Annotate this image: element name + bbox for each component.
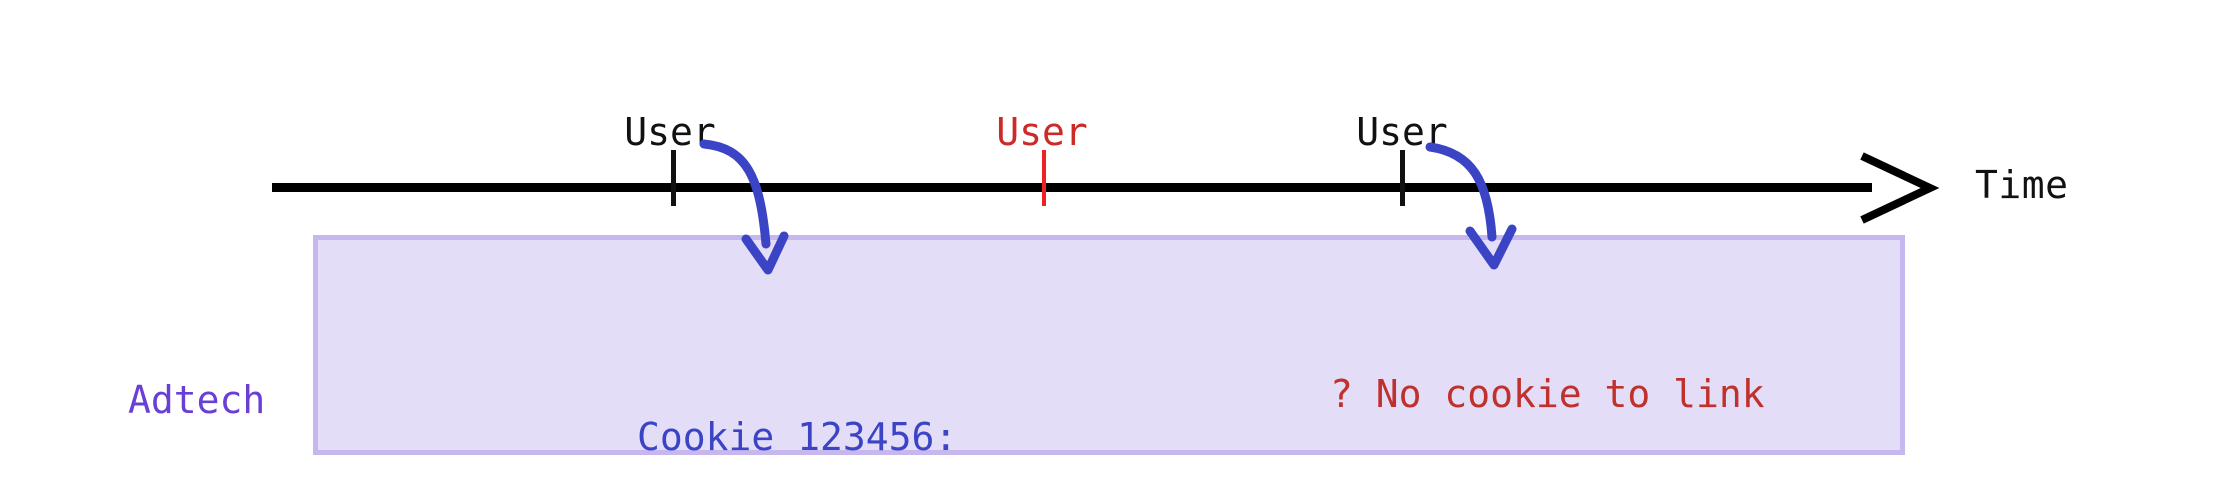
arrow-right-icon (1860, 152, 1940, 224)
no-cookie-warning-line1: ? No cookie to link (1330, 372, 1765, 416)
event-caption-clear-line1: User (996, 110, 1088, 155)
cookie-logged-note: Cookie 123456: Ad clicked (637, 318, 957, 498)
cookie-logged-note-line1: Cookie 123456: (637, 414, 958, 459)
timeline-axis-label: Time (1975, 163, 2069, 207)
timeline-tick-converts (1400, 150, 1405, 206)
timeline-axis (272, 183, 1872, 192)
event-caption-click-line1: User (624, 110, 716, 155)
timeline-tick-click (671, 150, 676, 206)
event-caption-convert-line1: User (1356, 110, 1448, 155)
adtech-server-label: Adtech server (128, 288, 265, 498)
timeline-tick-clear (1042, 150, 1046, 206)
no-cookie-warning-note: ? No cookie to link this conversion to ⇒… (1330, 276, 1765, 498)
adtech-server-label-line1: Adtech (128, 377, 266, 422)
adtech-server-lane-box (313, 235, 1905, 455)
